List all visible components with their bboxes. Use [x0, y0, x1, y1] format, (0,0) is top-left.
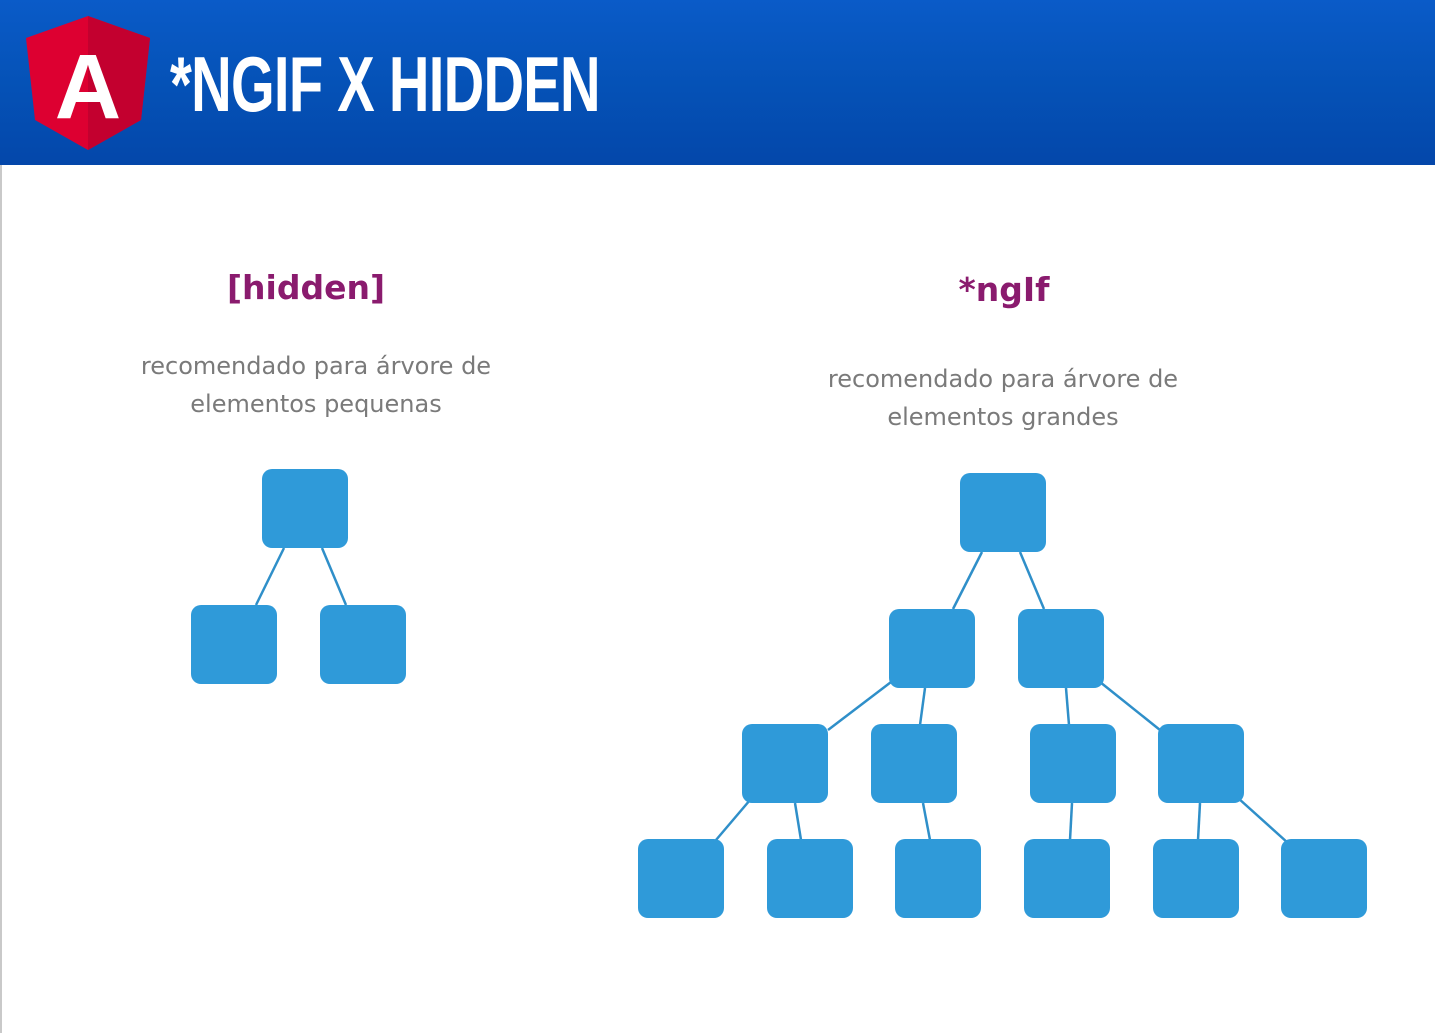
large-tree-leaf-node	[895, 839, 981, 918]
large-tree-edge	[921, 802, 932, 841]
large-tree-edge	[827, 681, 892, 731]
ngif-column-description-line1: recomendado para árvore de	[827, 365, 1179, 393]
slide-title: *NGIF X HIDDEN	[170, 40, 601, 128]
large-tree-leaf-node	[1024, 839, 1110, 918]
ngif-column-title: *ngIf	[958, 270, 1050, 309]
large-tree-root-node	[960, 473, 1046, 552]
small-tree-nodes	[191, 469, 406, 684]
large-tree-leaf-node	[767, 839, 853, 918]
angular-logo-icon: A	[26, 16, 150, 150]
large-tree-leaf-node	[1153, 839, 1239, 918]
small-tree-edges	[254, 547, 348, 606]
small-tree-node	[191, 605, 277, 684]
large-tree-edge	[951, 551, 984, 610]
large-tree-edge	[1064, 687, 1071, 726]
large-tree-edge	[793, 802, 803, 841]
large-tree-leaf-node	[638, 839, 724, 918]
large-tree-node	[1018, 609, 1104, 688]
hidden-column-title: [hidden]	[226, 268, 386, 307]
large-tree-edge	[715, 799, 751, 841]
large-tree-node	[871, 724, 957, 803]
large-tree-edge	[1018, 551, 1046, 610]
large-tree-node	[1030, 724, 1116, 803]
small-tree-node	[320, 605, 406, 684]
ngif-column-description-line2: elementos grandes	[887, 403, 1119, 431]
small-tree-root-node	[262, 469, 348, 548]
hidden-column-description-line2: elementos pequenas	[190, 390, 442, 418]
slide-left-border	[0, 165, 2, 1033]
small-tree-edge	[320, 547, 348, 606]
large-tree-nodes	[638, 473, 1367, 918]
large-tree-leaf-node	[1281, 839, 1367, 918]
small-tree-edge	[254, 547, 286, 606]
angular-logo-letter: A	[55, 36, 121, 138]
large-tree-node	[889, 609, 975, 688]
large-tree-edges	[715, 551, 1289, 844]
large-tree-edge	[1099, 681, 1161, 731]
large-tree-edge	[1237, 797, 1289, 844]
large-tree-edge	[1068, 802, 1074, 841]
large-tree-node	[1158, 724, 1244, 803]
large-tree-edge	[918, 687, 927, 726]
large-tree-node	[742, 724, 828, 803]
large-tree-edge	[1196, 802, 1202, 841]
hidden-column-description-line1: recomendado para árvore de	[140, 352, 492, 380]
header-bar: A *NGIF X HIDDEN	[0, 0, 1435, 165]
